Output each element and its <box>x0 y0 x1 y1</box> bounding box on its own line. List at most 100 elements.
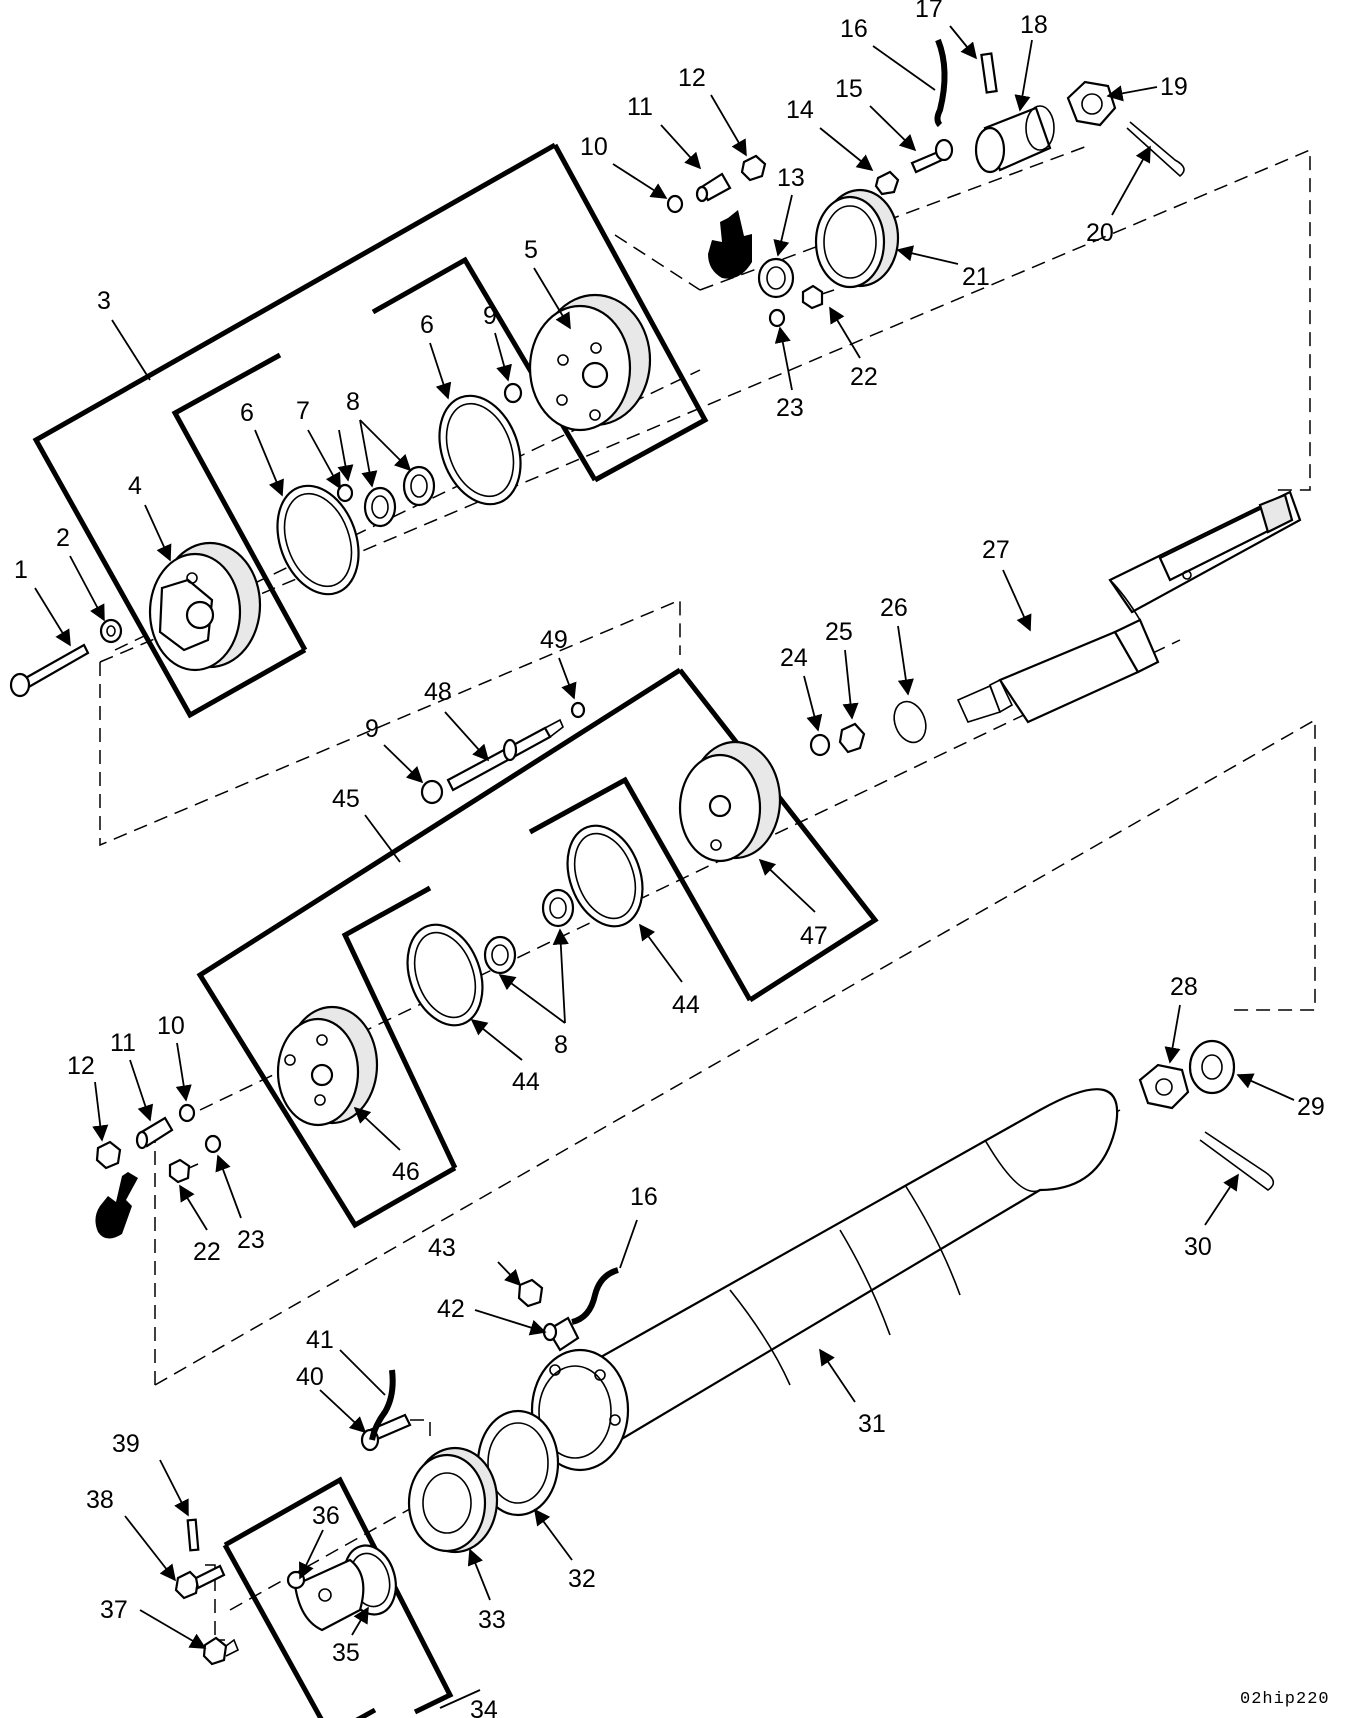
part-16-wire-upper <box>934 38 948 128</box>
callout-37: 37 <box>100 1596 128 1624</box>
part-10-washer-upper <box>666 194 684 214</box>
part-10-washer-lower <box>178 1103 196 1123</box>
callout-23: 23 <box>776 394 804 422</box>
part-5-hub <box>528 293 652 432</box>
callout-42: 42 <box>437 1295 465 1323</box>
leader-lines <box>34 25 1295 1709</box>
part-41-wire <box>369 1369 396 1441</box>
part-25-nut <box>838 722 866 754</box>
callout-12: 12 <box>678 64 706 92</box>
callout-27: 27 <box>982 536 1010 564</box>
part-22-screw-upper <box>801 284 835 310</box>
callout-9: 9 <box>483 302 497 330</box>
part-6-seal-upper-right <box>438 394 522 506</box>
part-21-sprocket <box>814 188 900 289</box>
callout-10: 10 <box>580 133 608 161</box>
pointing-hand-icon <box>95 1172 138 1239</box>
callout-36: 36 <box>312 1502 340 1530</box>
part-38-bolt <box>174 1564 226 1600</box>
callout-7: 7 <box>296 397 310 425</box>
callout-46: 46 <box>392 1158 420 1186</box>
part-26-snap-ring <box>893 700 927 744</box>
part-22-screw-lower <box>168 1158 199 1184</box>
part-42-fitting <box>542 1316 580 1352</box>
part-6-seal-upper-left <box>276 484 360 596</box>
bracket-3 <box>552 143 709 483</box>
callout-2: 2 <box>56 524 70 552</box>
callout-34: 34 <box>470 1696 498 1718</box>
part-4-hub <box>148 541 262 672</box>
callout-numbers: 1 2 3 4 5 6 6 7 8 9 10 11 12 13 14 15 16… <box>14 0 1325 1718</box>
part-49-washer <box>570 701 586 719</box>
callout-9: 9 <box>365 715 379 743</box>
part-14-nut <box>874 170 900 196</box>
callout-48: 48 <box>424 678 452 706</box>
callout-4: 4 <box>128 472 142 500</box>
callout-39: 39 <box>112 1430 140 1458</box>
part-9-washer-upper <box>503 382 523 404</box>
part-18-bushing <box>974 105 1055 174</box>
part-30-cotter-pin-lower <box>1199 1131 1275 1191</box>
callout-24: 24 <box>780 644 808 672</box>
callout-41: 41 <box>306 1326 334 1354</box>
part-44-seal-right <box>566 824 644 928</box>
callout-44: 44 <box>672 991 700 1019</box>
part-12-cap-upper <box>740 154 767 182</box>
part-33-end-cap <box>407 1446 499 1554</box>
callout-12: 12 <box>67 1052 95 1080</box>
part-1-bolt <box>9 643 90 698</box>
callout-25: 25 <box>825 618 853 646</box>
callout-1: 1 <box>14 556 28 584</box>
bracket-45-inner <box>341 885 458 1170</box>
callout-28: 28 <box>1170 973 1198 1001</box>
callout-11: 11 <box>110 1029 136 1057</box>
alignment-lines <box>99 144 1316 1641</box>
callout-3: 3 <box>97 287 111 315</box>
callout-43: 43 <box>428 1234 456 1262</box>
part-47-hub <box>678 740 782 863</box>
part-24-washer <box>809 733 831 757</box>
part-13-washer <box>757 257 795 299</box>
part-39-pin <box>186 1518 200 1552</box>
callout-44: 44 <box>512 1068 540 1096</box>
part-15-screw <box>910 138 954 174</box>
pointing-hand-icon <box>708 210 752 279</box>
part-12-cap-lower <box>95 1140 122 1170</box>
bracket-3-inner <box>171 352 308 652</box>
part-28-castle-nut-lower <box>1138 1063 1190 1110</box>
part-46-hub <box>276 1005 379 1127</box>
part-20-cotter-pin-upper <box>1126 121 1185 178</box>
part-31-tube <box>530 1088 1119 1472</box>
callout-26: 26 <box>880 594 908 622</box>
part-2-washer <box>99 618 123 644</box>
callout-16: 16 <box>630 1183 658 1211</box>
callout-35: 35 <box>332 1639 360 1667</box>
callout-31: 31 <box>858 1410 886 1438</box>
part-11-fitting-lower <box>135 1116 174 1150</box>
part-23-washer-upper <box>768 308 786 328</box>
part-11-fitting-upper <box>695 172 732 203</box>
callout-22: 22 <box>193 1238 221 1266</box>
part-48-shaft-pin <box>446 718 564 792</box>
part-27-shaft <box>956 490 1302 724</box>
callout-40: 40 <box>296 1363 324 1391</box>
part-40-screw <box>360 1413 412 1452</box>
part-7-washer <box>336 483 354 503</box>
part-9-washer-lower <box>420 779 444 805</box>
callout-45: 45 <box>332 785 360 813</box>
callout-15: 15 <box>835 75 863 103</box>
callout-5: 5 <box>524 236 538 264</box>
callout-18: 18 <box>1020 11 1048 39</box>
callout-29: 29 <box>1297 1093 1325 1121</box>
callout-49: 49 <box>540 626 568 654</box>
part-23-washer-lower <box>204 1134 222 1154</box>
callout-16: 16 <box>840 15 868 43</box>
part-16-wire-lower <box>571 1267 619 1325</box>
part-37-fitting <box>202 1636 240 1666</box>
part-8-bearings-upper <box>363 465 436 528</box>
callout-6: 6 <box>240 399 254 427</box>
callout-19: 19 <box>1160 73 1188 101</box>
callout-38: 38 <box>86 1486 114 1514</box>
callout-32: 32 <box>568 1565 596 1593</box>
